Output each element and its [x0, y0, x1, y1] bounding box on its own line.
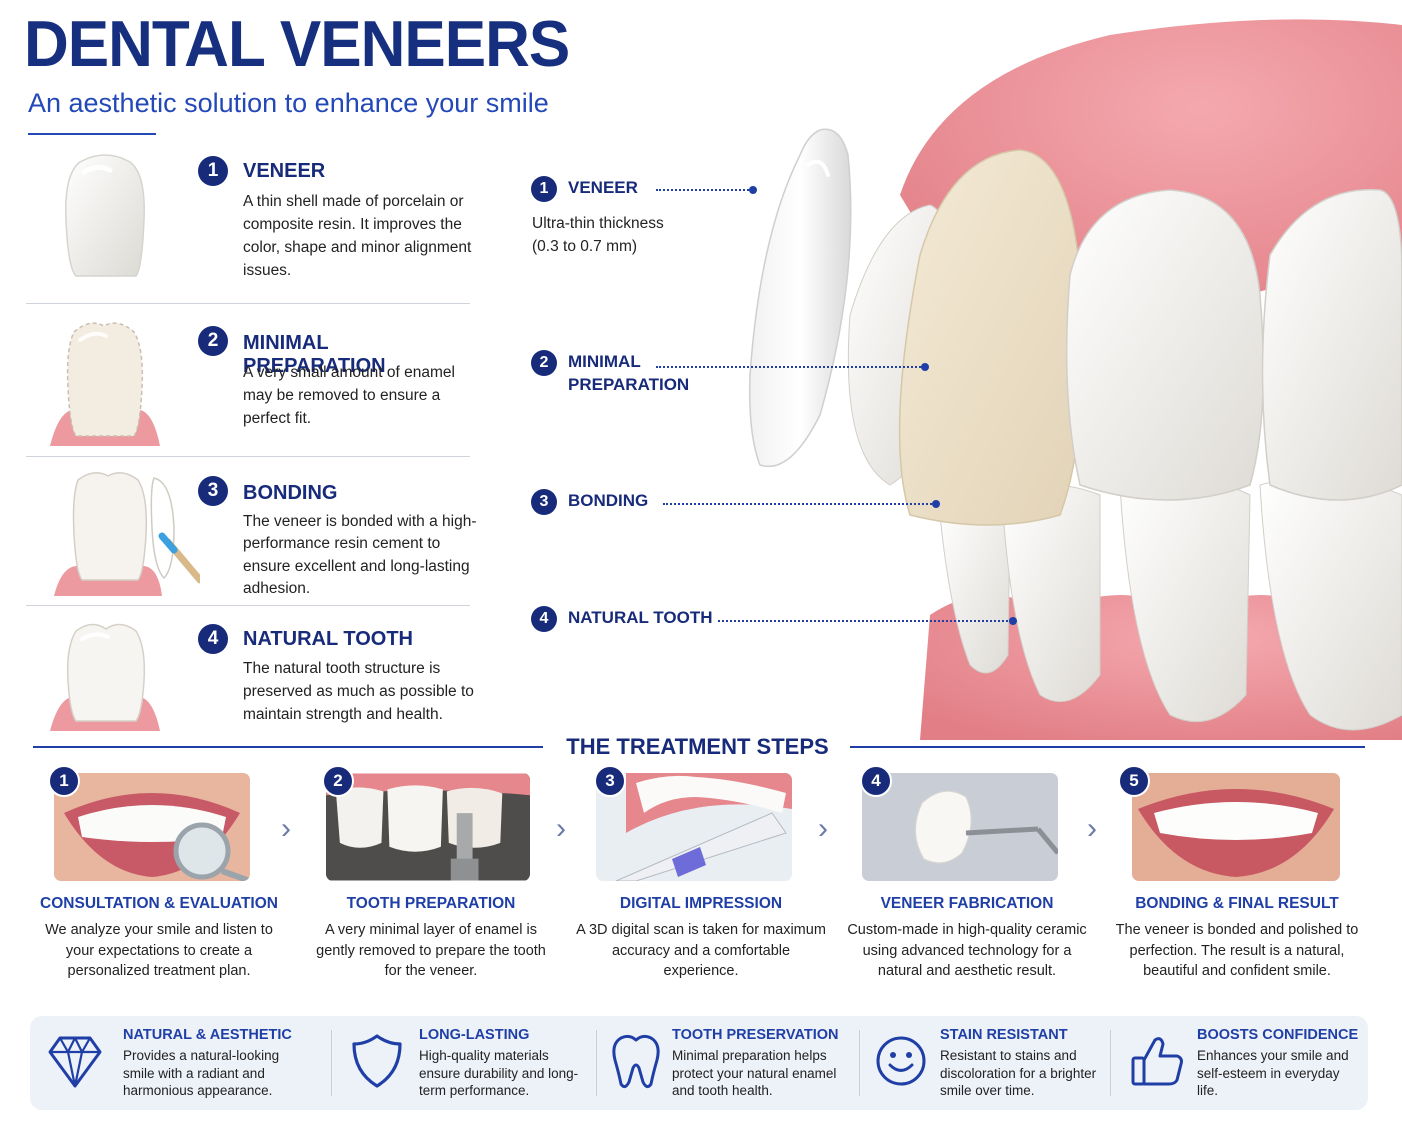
treatment-steps-title: THE TREATMENT STEPS — [566, 734, 829, 759]
benefit-description: Enhances your smile and self-esteem in e… — [1197, 1048, 1349, 1098]
step-number-badge: 2 — [322, 765, 354, 797]
benefit-title: LONG-LASTING — [419, 1027, 530, 1043]
feature-description: A thin shell made of porcelain or compos… — [243, 193, 472, 279]
page-title: DENTAL VENEERS — [24, 8, 570, 81]
minimal-preparation-leader-line — [656, 363, 929, 371]
shield-icon — [352, 1034, 402, 1088]
benefit-title: STAIN RESISTANT — [940, 1027, 1068, 1043]
label-title: BONDING — [568, 491, 649, 510]
digital-impression-photo — [596, 773, 792, 881]
bonding-leader-line — [663, 500, 940, 508]
illustration-label-bonding: 3 BONDING — [531, 489, 648, 515]
feature-divider — [26, 456, 470, 457]
label-title: VENEER — [568, 178, 638, 197]
feature-title: VENEER — [243, 160, 326, 182]
final-smile-photo — [1132, 773, 1340, 881]
step-description: Custom-made in high-quality ceramic usin… — [847, 922, 1087, 979]
tooth-preparation-photo — [326, 773, 530, 881]
feature-description: A very small amount of enamel may be rem… — [243, 364, 455, 427]
label-number-badge: 2 — [531, 350, 557, 376]
veneer-shell-image — [65, 154, 145, 277]
benefit-separator — [859, 1030, 860, 1096]
step-number-badge: 3 — [594, 765, 626, 797]
benefits-bar: NATURAL & AESTHETIC Provides a natural-l… — [30, 1016, 1368, 1110]
step-number-badge: 1 — [48, 765, 80, 797]
title-underline — [28, 133, 156, 135]
veneer-teeth-illustration — [748, 19, 1402, 740]
step-title: CONSULTATION & EVALUATION — [40, 895, 278, 912]
veneer-fabrication-photo — [862, 773, 1058, 881]
benefit-title: NATURAL & AESTHETIC — [123, 1027, 292, 1043]
thumbs-up-icon — [1131, 1037, 1183, 1086]
step-chevron-icon: › — [556, 812, 566, 845]
step-chevron-icon: › — [281, 812, 291, 845]
illustration-label-minimal-preparation: 2 MINIMAL PREPARATION — [531, 350, 693, 396]
step-description: A very minimal layer of enamel is gently… — [316, 922, 546, 979]
feature-title: NATURAL TOOTH — [243, 628, 413, 650]
benefit-separator — [596, 1030, 597, 1096]
veneer-leader-line — [656, 186, 757, 194]
label-number-badge: 3 — [531, 489, 557, 515]
natural-tooth-image — [50, 623, 160, 731]
bonding-tooth-image — [54, 472, 200, 596]
step-number-badge: 4 — [860, 765, 892, 797]
feature-title: BONDING — [243, 482, 338, 504]
feature-description: The veneer is bonded with a high-perform… — [243, 513, 477, 597]
benefit-title: TOOTH PRESERVATION — [672, 1027, 839, 1043]
step-title: TOOTH PREPARATION — [346, 895, 516, 912]
benefit-natural-aesthetic: NATURAL & AESTHETIC Provides a natural-l… — [30, 1016, 330, 1110]
benefit-description: Provides a natural-looking smile with a … — [123, 1048, 280, 1098]
illustration-label-natural-tooth: 4 NATURAL TOOTH — [531, 606, 713, 632]
step-chevron-icon: › — [1087, 812, 1097, 845]
natural-tooth-leader-line — [718, 617, 1017, 625]
benefit-tooth-preservation: TOOTH PRESERVATION Minimal preparation h… — [597, 1016, 859, 1110]
step-title: DIGITAL IMPRESSION — [619, 895, 783, 912]
feature-title: MINIMAL PREPARATION — [243, 332, 386, 377]
step-title: VENEER FABRICATION — [880, 895, 1054, 912]
steps-rule-right — [850, 746, 1365, 748]
label-title: MINIMAL PREPARATION — [568, 352, 690, 394]
feature-divider — [26, 303, 470, 304]
consultation-smile-photo — [54, 773, 250, 881]
prepared-tooth-image — [50, 322, 160, 446]
diamond-icon — [48, 1036, 102, 1088]
benefit-separator — [1110, 1030, 1111, 1096]
step-title: BONDING & FINAL RESULT — [1135, 895, 1339, 912]
step-description: We analyze your smile and listen to your… — [45, 922, 273, 979]
feature-number-badge: 3 — [198, 476, 228, 506]
illustration-label-veneer: 1 VENEER — [531, 176, 638, 202]
benefit-description: High-quality materials ensure durability… — [419, 1048, 579, 1098]
steps-rule-left — [33, 746, 543, 748]
benefit-long-lasting: LONG-LASTING High-quality materials ensu… — [332, 1016, 596, 1110]
page-subtitle: An aesthetic solution to enhance your sm… — [28, 88, 549, 118]
benefit-description: Resistant to stains and discoloration fo… — [940, 1048, 1097, 1098]
label-number-badge: 1 — [531, 176, 557, 202]
step-description: A 3D digital scan is taken for maximum a… — [576, 922, 826, 979]
step-number-badge: 5 — [1118, 765, 1150, 797]
step-description: The veneer is bonded and polished to per… — [1115, 922, 1359, 979]
benefit-title: BOOSTS CONFIDENCE — [1197, 1027, 1359, 1043]
benefit-separator — [331, 1030, 332, 1096]
benefit-stain-resistant: STAIN RESISTANT Resistant to stains and … — [860, 1016, 1110, 1110]
feature-number-badge: 4 — [198, 624, 228, 654]
label-title: NATURAL TOOTH — [568, 608, 713, 627]
feature-number-badge: 1 — [198, 156, 228, 186]
benefit-description: Minimal preparation helps protect your n… — [672, 1048, 837, 1098]
tooth-icon — [612, 1034, 660, 1089]
smiley-icon — [876, 1036, 926, 1086]
feature-number-badge: 2 — [198, 326, 228, 356]
feature-divider — [26, 605, 470, 606]
benefit-boosts-confidence: BOOSTS CONFIDENCE Enhances your smile an… — [1111, 1016, 1368, 1110]
feature-description: The natural tooth structure is preserved… — [243, 660, 474, 723]
step-chevron-icon: › — [818, 812, 828, 845]
veneer-thickness-note: Ultra-thin thickness (0.3 to 0.7 mm) — [532, 215, 664, 255]
label-number-badge: 4 — [531, 606, 557, 632]
